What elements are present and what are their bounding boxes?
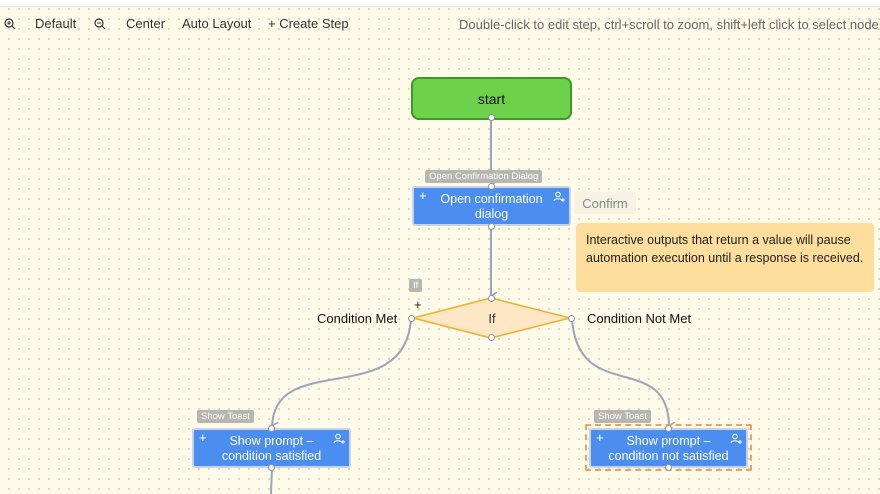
toast-right-label: Show prompt – condition not satisfied <box>608 434 729 463</box>
if-label: If <box>488 311 496 326</box>
zoom-out-icon <box>94 18 106 30</box>
confirm-output-chip[interactable]: Confirm <box>574 192 636 214</box>
user-add-icon[interactable] <box>333 433 345 445</box>
top-border <box>0 0 880 7</box>
center-button[interactable]: Center <box>126 16 166 31</box>
plus-icon[interactable]: + <box>419 188 427 203</box>
user-add-icon[interactable] <box>730 433 742 445</box>
if-input-handle[interactable] <box>488 295 495 302</box>
toast-left-input-handle[interactable] <box>268 425 275 432</box>
auto-layout-button[interactable]: Auto Layout <box>182 16 252 31</box>
toast-right-output-handle[interactable] <box>665 464 672 471</box>
start-node[interactable]: start <box>411 77 572 120</box>
edge-if-to-right-toast <box>571 318 669 426</box>
canvas-toolbar: Default Center Auto Layout + Create Step… <box>0 10 880 38</box>
plus-icon[interactable]: + <box>199 430 207 445</box>
toast-right-input-handle[interactable] <box>665 425 672 432</box>
condition-not-met-label: Condition Not Met <box>587 311 692 326</box>
toast-right-tag: Show Toast <box>594 410 651 423</box>
default-zoom-button[interactable]: Default <box>35 16 77 31</box>
user-add-icon[interactable] <box>553 191 565 203</box>
zoom-in-icon <box>4 18 16 30</box>
condition-met-handle[interactable] <box>408 315 415 322</box>
toast-left-output-handle[interactable] <box>268 464 275 471</box>
toast-right-step[interactable]: + Show prompt – condition not satisfied <box>589 428 748 468</box>
start-output-handle[interactable] <box>488 114 495 121</box>
zoom-in-button[interactable] <box>4 16 16 31</box>
plus-icon[interactable]: + <box>414 297 422 312</box>
toast-left-step[interactable]: + Show prompt – condition satisfied <box>192 428 351 468</box>
condition-not-met-handle[interactable] <box>568 315 575 322</box>
open-dialog-step[interactable]: + Open confirmation dialog <box>412 186 571 226</box>
zoom-out-button[interactable] <box>94 16 106 31</box>
open-dialog-label: Open confirmation dialog <box>440 192 543 221</box>
if-tag: If <box>409 279 423 292</box>
dialog-output-handle[interactable] <box>488 223 495 230</box>
edge-if-to-left-toast <box>272 318 412 426</box>
canvas-hint: Double-click to edit step, ctrl+scroll t… <box>459 17 879 32</box>
condition-met-label: Condition Met <box>317 311 398 326</box>
open-dialog-tag: Open Confirmation Dialog <box>425 170 543 183</box>
toast-left-label: Show prompt – condition satisfied <box>221 434 322 463</box>
edge-left-toast-out <box>270 467 273 494</box>
if-bottom-handle[interactable] <box>488 334 495 341</box>
interactive-output-tooltip: Interactive outputs that return a value … <box>576 223 874 292</box>
toast-left-tag: Show Toast <box>197 410 254 423</box>
dialog-input-handle[interactable] <box>488 183 495 190</box>
plus-icon[interactable]: + <box>596 430 604 445</box>
create-step-button[interactable]: + Create Step <box>268 16 349 31</box>
